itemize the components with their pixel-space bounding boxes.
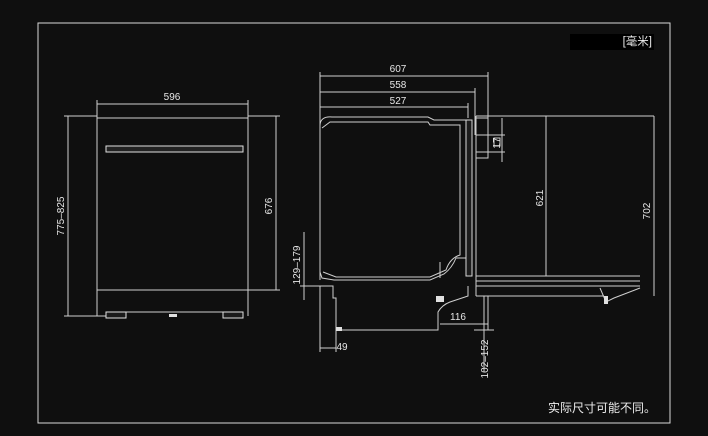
label-607: 607 bbox=[390, 64, 407, 75]
label-17: 17 bbox=[492, 137, 503, 149]
label-49: 49 bbox=[336, 342, 348, 353]
rear-foot bbox=[604, 296, 608, 304]
outer-frame bbox=[37, 22, 671, 424]
side-body-outline bbox=[319, 116, 467, 281]
label-621: 621 bbox=[535, 189, 546, 206]
door-panel-edge bbox=[465, 119, 473, 277]
label-527: 527 bbox=[390, 96, 407, 107]
front-foot-side bbox=[436, 296, 444, 302]
front-foot-right bbox=[222, 311, 244, 319]
side-body-inner bbox=[321, 121, 461, 278]
label-102-152: 102–152 bbox=[480, 339, 491, 378]
label-129-179: 129–179 bbox=[292, 245, 303, 284]
label-558: 558 bbox=[390, 80, 407, 91]
front-view bbox=[64, 100, 280, 317]
label-116: 116 bbox=[450, 312, 466, 323]
label-702: 702 bbox=[642, 202, 653, 219]
unit-label: [毫米] bbox=[570, 34, 654, 50]
side-plinth-outline bbox=[320, 285, 469, 331]
front-total-height-label: 775–825 bbox=[56, 196, 67, 235]
side-foot-marker bbox=[336, 327, 342, 331]
door-handle bbox=[105, 145, 244, 153]
rear-foot-bracket bbox=[599, 287, 641, 303]
front-foot-center bbox=[169, 314, 177, 317]
front-body-outline bbox=[96, 117, 249, 291]
disclaimer-note: 实际尺寸可能不同。 bbox=[547, 401, 656, 415]
rail-detail bbox=[493, 137, 501, 147]
front-foot-left bbox=[105, 311, 127, 319]
front-body-height-label: 676 bbox=[264, 197, 275, 214]
side-view bbox=[300, 72, 655, 372]
front-width-label: 596 bbox=[164, 92, 181, 103]
